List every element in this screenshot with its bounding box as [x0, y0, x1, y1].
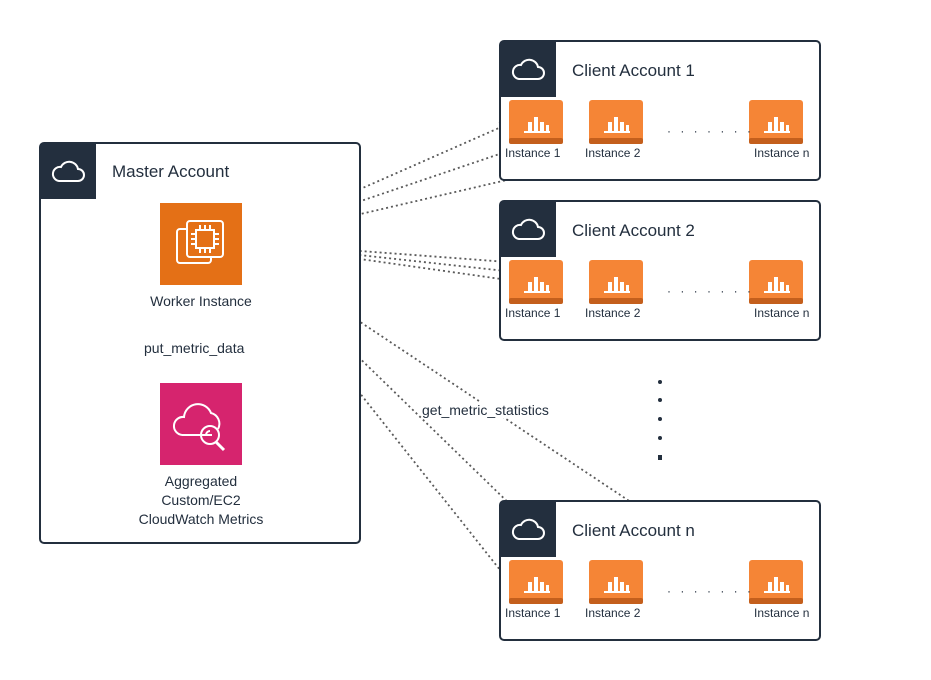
worker-instance-icon[interactable]: [160, 203, 242, 285]
vertical-ellipsis: [658, 380, 662, 460]
cloud-icon: [500, 201, 556, 257]
client-account-title: Client Account 1: [572, 61, 695, 80]
metrics-label-line3: CloudWatch Metrics: [138, 511, 264, 527]
cloud-icon: [500, 501, 556, 557]
instance-icon[interactable]: [509, 560, 563, 604]
horizontal-ellipsis: · · · · · · ·: [667, 284, 754, 298]
instance-label: Instance 1: [505, 306, 561, 320]
master-account-group: Master Account Worker Instance put_metri…: [39, 142, 361, 544]
instance-bars-icon: [589, 100, 643, 144]
instance-bars-icon: [589, 260, 643, 304]
horizontal-ellipsis: · · · · · · ·: [667, 584, 754, 598]
put-metric-data-label: put_metric_data: [144, 340, 245, 356]
cloudwatch-metrics-icon[interactable]: [160, 383, 242, 465]
cloud-icon: [40, 143, 96, 199]
instance-bars-icon: [589, 560, 643, 604]
instance-icon[interactable]: [589, 260, 643, 304]
instance-bars-icon: [749, 260, 803, 304]
instance-icon[interactable]: [589, 100, 643, 144]
ec2-chip-icon: [176, 220, 224, 264]
instance-bars-icon: [749, 100, 803, 144]
cloud-icon: [500, 41, 556, 97]
cloudwatch-icon: [173, 403, 226, 452]
instance-bars-icon: [509, 100, 563, 144]
get-metric-statistics-label: get_metric_statistics: [422, 402, 549, 418]
instance-bars-icon: [509, 560, 563, 604]
worker-instance-label: Worker Instance: [150, 293, 252, 309]
instance-label: Instance 2: [585, 146, 641, 160]
instance-icon[interactable]: [749, 100, 803, 144]
instance-label: Instance 2: [585, 306, 641, 320]
horizontal-ellipsis: · · · · · · ·: [667, 124, 754, 138]
instance-label: Instance n: [754, 306, 810, 320]
client-account-title: Client Account n: [572, 521, 695, 540]
cloudwatch-metrics-label: Aggregated Custom/EC2 CloudWatch Metrics: [111, 472, 291, 529]
instance-icon[interactable]: [589, 560, 643, 604]
master-account-title: Master Account: [112, 162, 230, 181]
metrics-label-line1: Aggregated: [164, 473, 238, 489]
instance-label: Instance n: [754, 606, 810, 620]
metrics-label-line2: Custom/EC2: [161, 492, 241, 508]
instance-icon[interactable]: [509, 100, 563, 144]
instance-label: Instance 1: [505, 146, 561, 160]
arrow-to-c1-i1: [239, 122, 510, 243]
instance-icon[interactable]: [509, 260, 563, 304]
instance-label: Instance 1: [505, 606, 561, 620]
instance-label: Instance 2: [585, 606, 641, 620]
instance-icon[interactable]: [749, 260, 803, 304]
instance-bars-icon: [509, 260, 563, 304]
instance-icon[interactable]: [749, 560, 803, 604]
instance-label: Instance n: [754, 146, 810, 160]
instance-bars-icon: [749, 560, 803, 604]
client-account-title: Client Account 2: [572, 221, 695, 240]
